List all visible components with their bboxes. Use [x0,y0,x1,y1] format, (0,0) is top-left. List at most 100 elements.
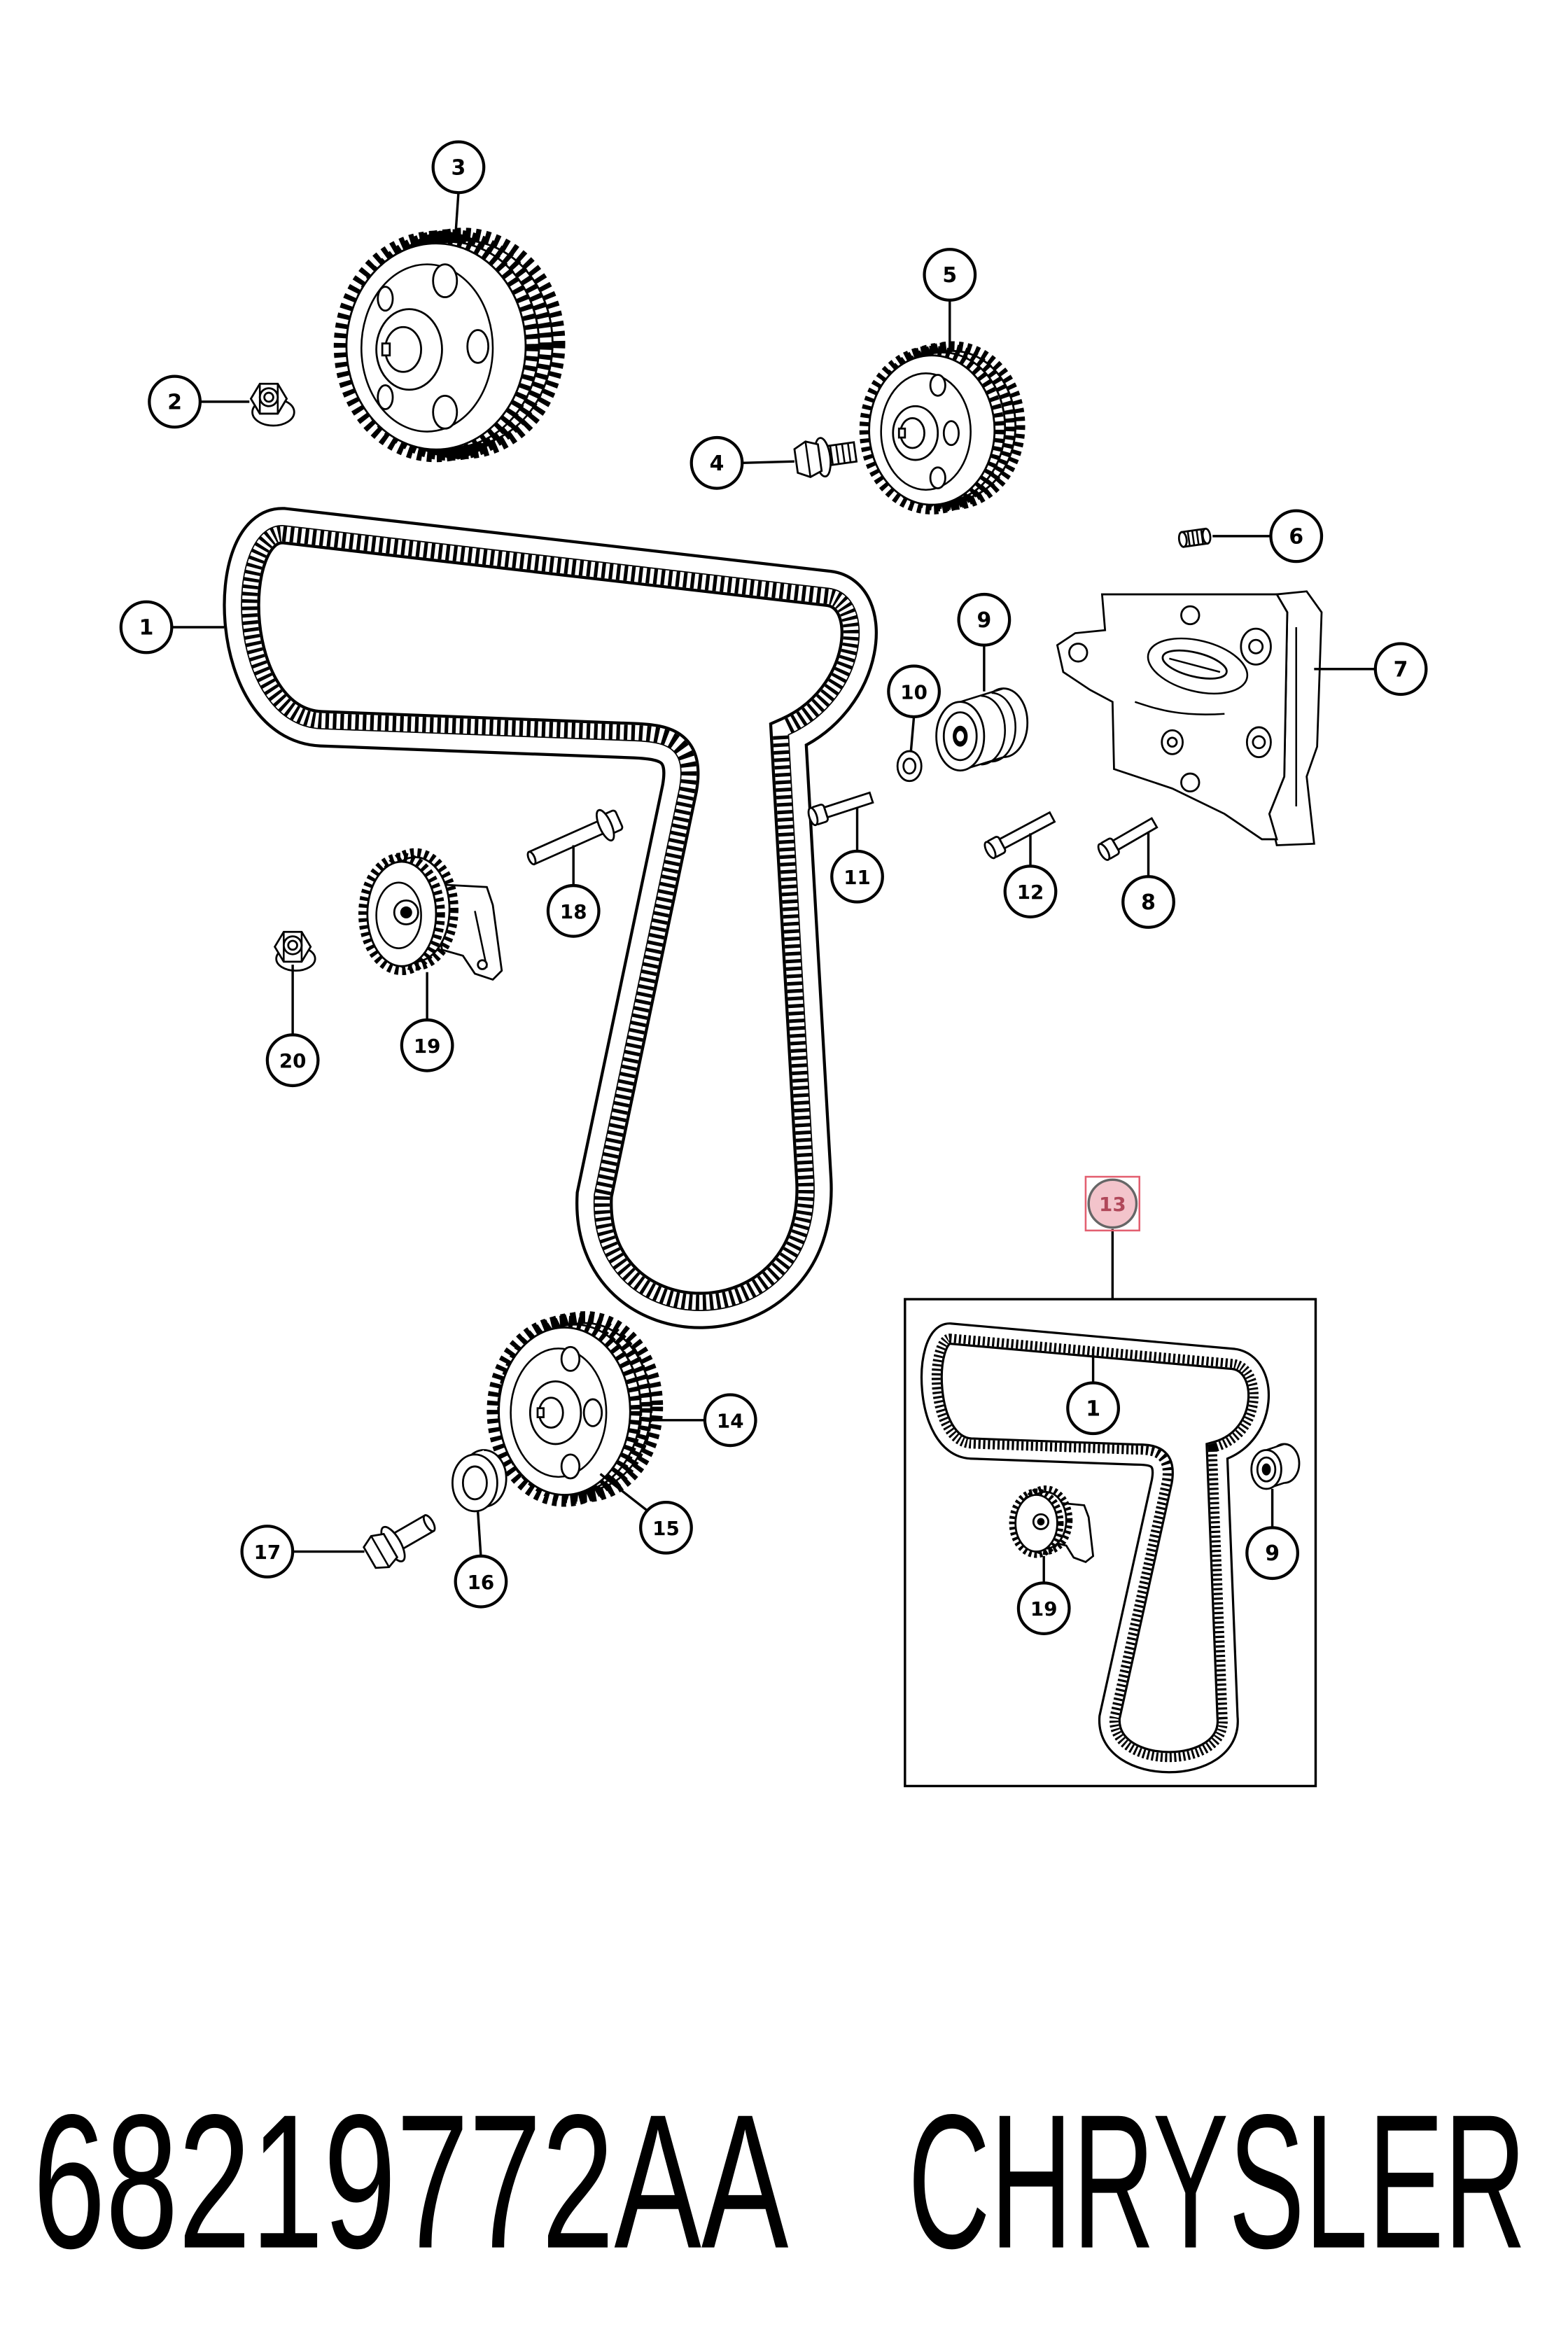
callout-13-highlighted[interactable]: 13 [1084,1175,1141,1299]
callout-12[interactable]: 12 [1003,833,1058,918]
leader-line [476,1511,482,1557]
highlight-box [1084,1175,1141,1232]
bolt-11 [807,791,874,827]
callout-circle [119,600,174,654]
callout-number: 18 [560,900,587,923]
callout-3[interactable]: 3 [431,140,486,237]
hex-nut [273,930,316,972]
callout-16[interactable]: 16 [454,1511,508,1609]
callout-circle [1269,509,1324,564]
callout-15[interactable]: 15 [599,1473,693,1555]
callout-number: 11 [844,866,871,889]
callout-number: 2 [167,390,182,414]
inset-callout-1[interactable]: 1 [1066,1348,1120,1436]
callout-number: 15 [652,1517,680,1540]
flange-nut [249,382,295,427]
callout-7[interactable]: 7 [1314,642,1428,696]
bolt-12 [983,811,1056,860]
brand-name: CHRYSLER [908,2075,1526,2288]
belt-tensioner [358,848,503,981]
callout-14[interactable]: 14 [651,1393,757,1448]
callout-number: 10 [900,680,927,704]
callout-circle [265,1033,320,1088]
sprocket-large [333,227,566,463]
callout-circle [690,435,744,490]
callout-circle [1373,642,1428,696]
callout-18[interactable]: 18 [546,845,601,938]
callout-number: 7 [1394,657,1408,682]
leader-line [909,716,916,752]
callout-circle [957,592,1011,647]
callout-number: 8 [1141,890,1156,915]
callout-circle [1003,864,1058,918]
spacer-washer [451,1449,507,1513]
callout-9[interactable]: 9 [957,592,1011,692]
callout-circle [923,248,977,302]
inset-timing-belt [920,1322,1270,1774]
callout-circle [887,664,941,719]
callout-circle [1016,1581,1071,1635]
leader-line [742,460,794,465]
callout-circle [148,374,202,429]
callout-number: 5 [942,263,957,288]
callout-20[interactable]: 20 [265,965,320,1088]
inset-belt-tensioner [1009,1485,1095,1564]
callout-circle [240,1525,295,1578]
callout-number: 19 [414,1035,441,1058]
sprocket-crank [486,1311,664,1507]
callout-number: 20 [279,1049,307,1072]
callout-circle [546,883,601,938]
part-number: 68219772AA [33,2075,789,2288]
callout-number: 1 [1086,1396,1100,1421]
crank-bolt [363,1514,436,1569]
inset-callout-19[interactable]: 19 [1016,1555,1071,1635]
callout-6[interactable]: 6 [1212,509,1324,564]
callout-circle [1087,1178,1138,1229]
timing-belt [223,507,878,1329]
callout-circle [1245,1526,1299,1581]
threaded-plug [1177,527,1212,548]
callout-11[interactable]: 11 [830,808,884,904]
inset-idler-pulley [1250,1443,1301,1490]
callout-1[interactable]: 1 [119,600,224,654]
callout-17[interactable]: 17 [240,1525,365,1578]
callout-number: 1 [139,616,154,640]
callout-4[interactable]: 4 [690,435,794,490]
bolt-8 [1097,817,1158,861]
callout-circle [639,1501,693,1555]
callout-5[interactable]: 5 [923,248,977,353]
callout-number: 6 [1289,524,1303,549]
sprocket-medium [859,341,1026,514]
callout-2[interactable]: 2 [148,374,250,429]
callout-10[interactable]: 10 [887,664,941,752]
callout-circle [703,1393,757,1448]
leader-line [454,192,460,237]
callout-number: 19 [1030,1597,1058,1620]
kit-inset-frame [904,1298,1317,1788]
washer-small [896,750,923,783]
callout-number: 12 [1017,881,1044,904]
mounting-bracket [1056,590,1323,846]
flange-bolt [793,437,858,478]
callout-number: 16 [468,1571,495,1594]
callout-circle [1121,875,1175,929]
callout-circle [454,1554,508,1609]
callout-circle [400,1018,454,1072]
stud-bolt [526,808,624,866]
callout-number: 14 [717,1409,744,1432]
callout-number: 3 [451,156,466,181]
callout-number: 17 [254,1541,281,1564]
callout-19[interactable]: 19 [400,972,454,1072]
callout-circle [1066,1381,1120,1436]
inset-callout-9[interactable]: 9 [1245,1488,1299,1581]
callout-circle [431,140,486,195]
callout-number: 9 [1265,1541,1280,1566]
callout-number: 13 [1099,1193,1126,1216]
idler-pulley [935,687,1029,772]
callout-8[interactable]: 8 [1121,832,1175,929]
callout-number: 9 [976,608,991,633]
leader-line [599,1473,649,1513]
callout-number: 4 [710,451,724,476]
